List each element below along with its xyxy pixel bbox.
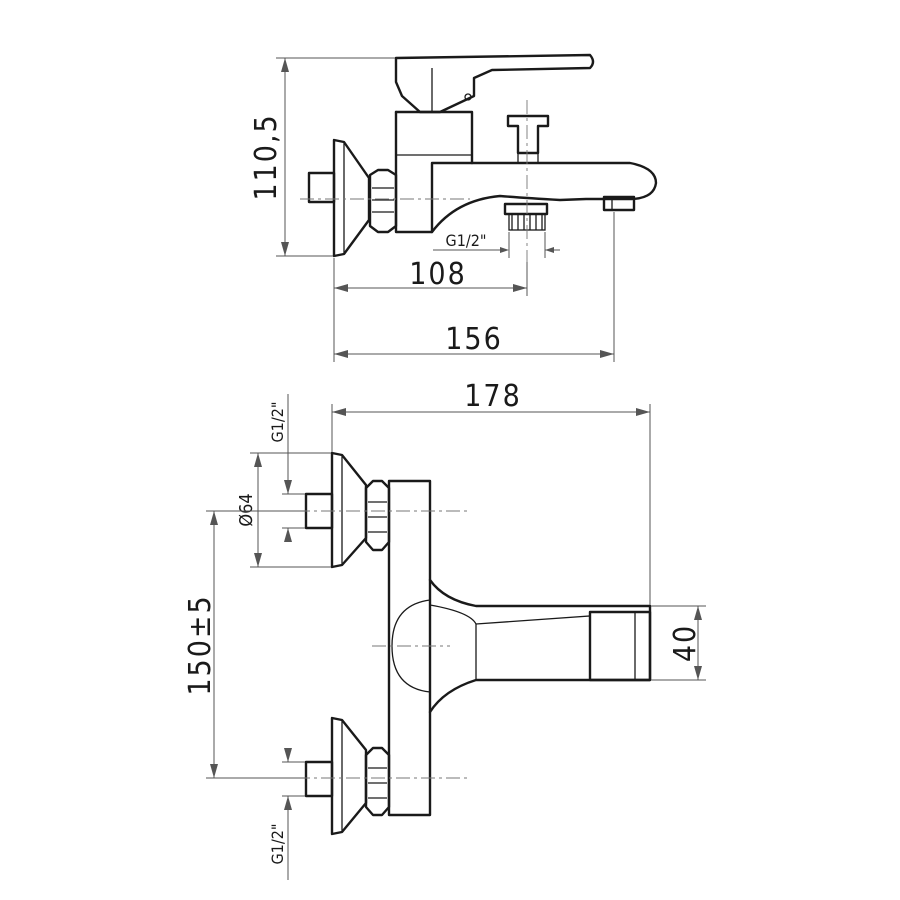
side-handle-lever — [394, 53, 595, 114]
side-shower-outlet — [503, 202, 549, 216]
front-bottom-hex-nut — [364, 746, 391, 817]
dim-diameter: Ø64 — [236, 493, 257, 526]
side-body — [394, 110, 474, 234]
dim-height-side: 110,5 — [249, 113, 284, 200]
dim-depth-156: 156 — [445, 322, 503, 357]
dim-spacing: 150±5 — [183, 594, 218, 695]
dim-thread-bottom: G1/2" — [268, 824, 287, 865]
front-spout-tip — [588, 610, 652, 682]
side-spout — [430, 161, 658, 234]
side-aerator — [602, 195, 636, 212]
side-diverter-knob — [506, 114, 550, 155]
front-top-flange — [330, 451, 368, 569]
front-body-bar — [387, 479, 432, 817]
front-bottom-stub — [304, 760, 334, 798]
front-bottom-flange — [330, 716, 368, 836]
dim-thread-top: G1/2" — [268, 402, 287, 443]
front-spout — [428, 578, 652, 714]
side-view: 110,5 G1/2" 108 156 — [249, 53, 658, 362]
dim-width-178: 178 — [464, 379, 522, 414]
side-hex-nut — [368, 168, 398, 234]
front-view: 178 Ø64 G1/2" 150±5 G1/2" — [183, 379, 706, 880]
dim-depth-108: 108 — [409, 257, 467, 292]
front-top-hex-nut — [364, 479, 391, 552]
side-wall-flange — [332, 138, 371, 258]
dim-spout-height: 40 — [668, 624, 703, 662]
dim-thread-side: G1/2" — [446, 231, 487, 250]
side-eccentric-stub — [307, 171, 336, 204]
